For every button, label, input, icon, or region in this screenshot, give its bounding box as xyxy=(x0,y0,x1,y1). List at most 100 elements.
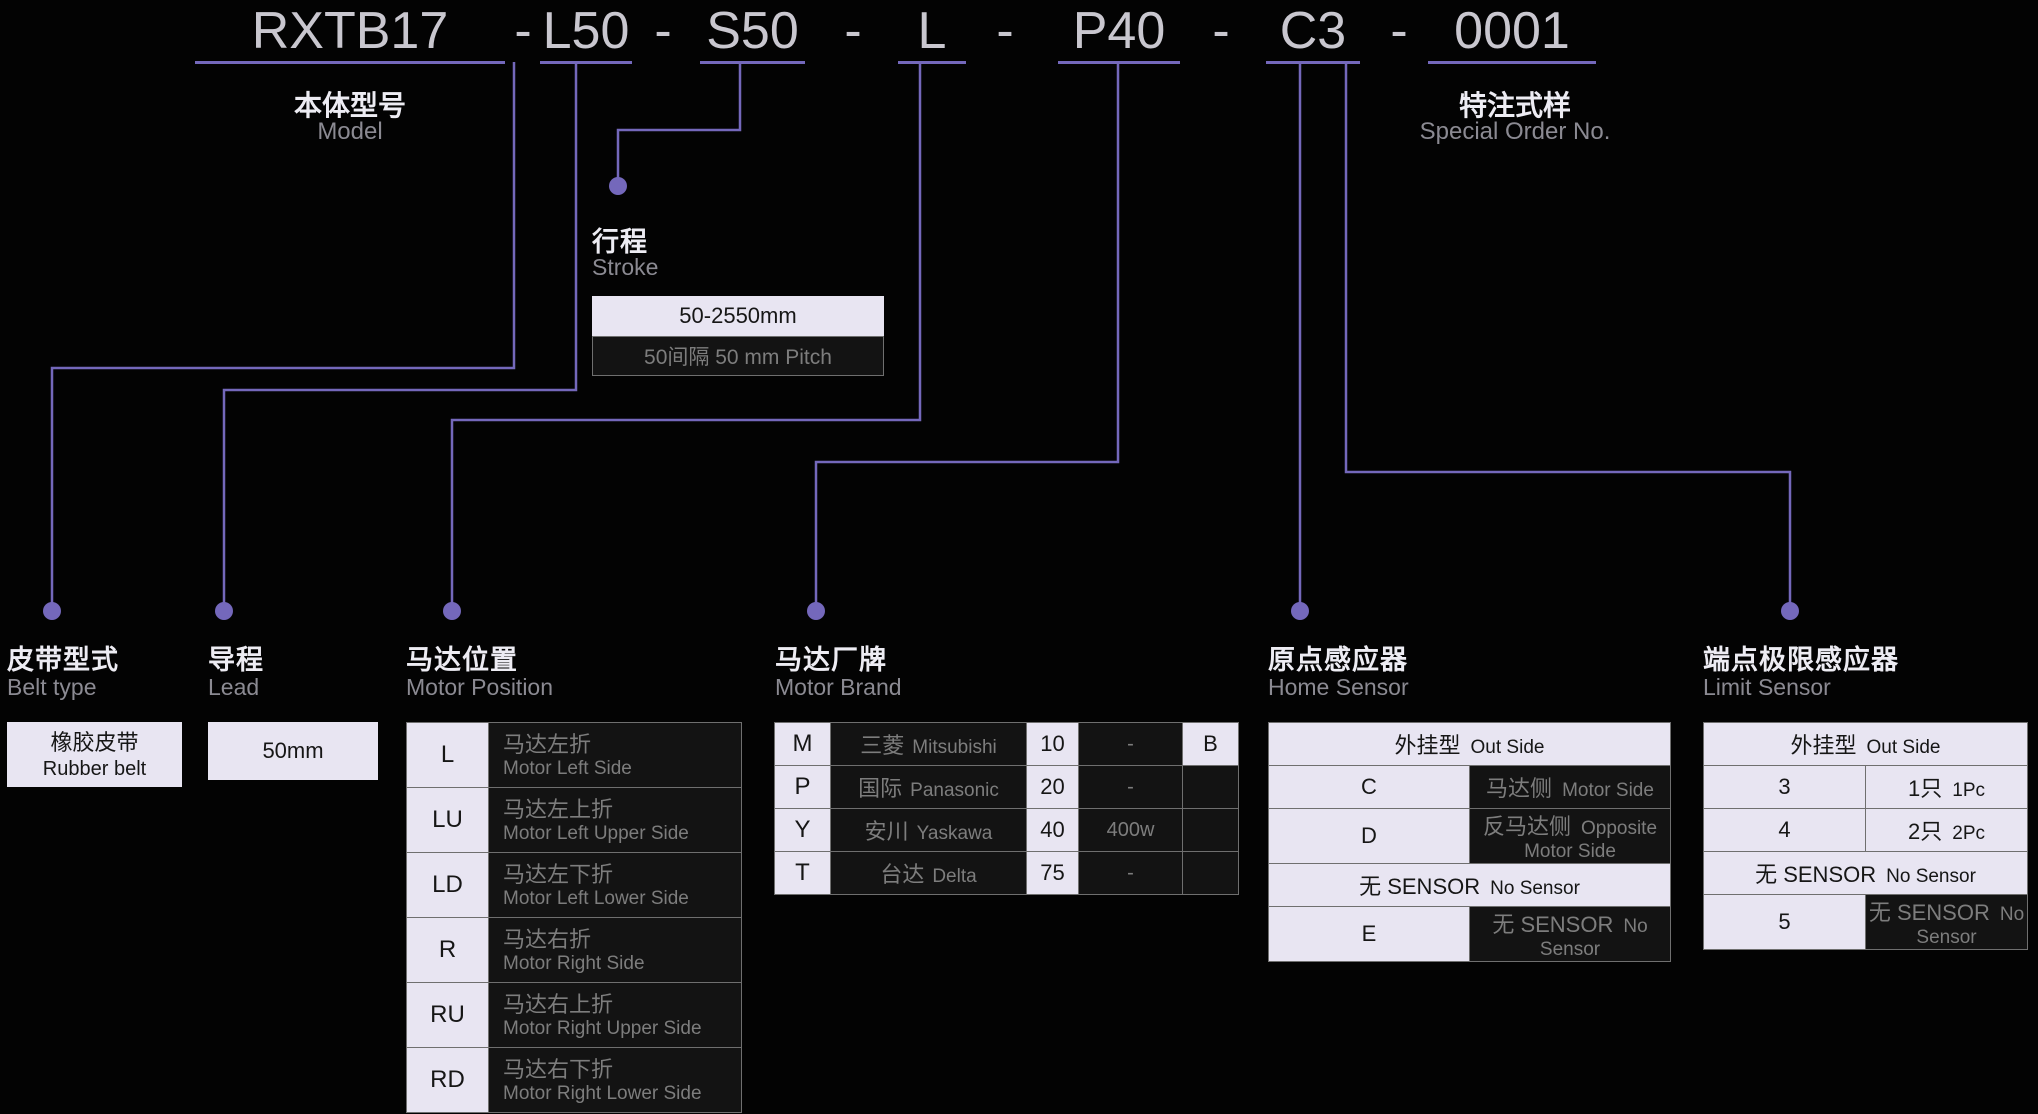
label-en: No Sensor xyxy=(1490,878,1580,899)
motor-power-code: 40 xyxy=(1026,808,1079,852)
code-separator: - xyxy=(654,2,672,60)
code-segment-motor-brand: P40 xyxy=(1058,4,1180,64)
brand-zh: 台达 xyxy=(880,862,925,887)
node-dot-lead xyxy=(215,602,233,620)
brand-zh: 三菱 xyxy=(860,733,905,758)
code-segment-model: RXTB17 xyxy=(195,4,505,64)
belt-type-heading-zh: 皮带型式 xyxy=(7,645,119,675)
desc-zh: 马达左上折 xyxy=(503,796,614,822)
table-row: R 马达右折 Motor Right Side xyxy=(406,917,742,983)
header-zh: 外挂型 xyxy=(1790,733,1857,758)
motor-power-value: 400w xyxy=(1078,808,1183,852)
table-row: LU 马达左上折 Motor Left Upper Side xyxy=(406,787,742,853)
motor-position-desc: 马达右下折 Motor Right Lower Side xyxy=(488,1047,742,1113)
motor-power-code: 20 xyxy=(1026,765,1079,809)
motor-brand-suffix: B xyxy=(1182,722,1239,766)
brand-en: Yaskawa xyxy=(916,823,993,844)
motor-position-desc: 马达右折 Motor Right Side xyxy=(488,917,742,983)
motor-position-code: LU xyxy=(406,787,489,853)
desc-zh: 马达左折 xyxy=(503,731,592,757)
desc-zh: 马达右下折 xyxy=(503,1056,614,1082)
label-zh: 无 SENSOR xyxy=(1868,900,1990,925)
label-zh: 无 SENSOR xyxy=(1492,912,1614,937)
limit-sensor-no-sensor-row: 无 SENSOR No Sensor xyxy=(1703,851,2028,895)
brand-en: Mitsubishi xyxy=(912,737,997,758)
code-segment-lead: L50 xyxy=(540,4,632,64)
desc-en: Motor Left Upper Side xyxy=(503,822,689,844)
connector-stroke xyxy=(616,62,742,186)
motor-position-code: RD xyxy=(406,1047,489,1113)
code-separator: - xyxy=(1212,2,1230,60)
table-row: L 马达左折 Motor Left Side xyxy=(406,722,742,788)
table-row: RU 马达右上折 Motor Right Upper Side xyxy=(406,982,742,1048)
motor-brand-code: P xyxy=(774,765,831,809)
limit-sensor-heading-zh: 端点极限感应器 xyxy=(1703,645,1899,675)
motor-position-desc: 马达左下折 Motor Left Lower Side xyxy=(488,852,742,918)
brand-zh: 国际 xyxy=(858,776,903,801)
label-en: No Sensor xyxy=(1886,866,1976,887)
label-zh: 1只 xyxy=(1908,776,1943,801)
desc-en: Motor Right Upper Side xyxy=(503,1017,702,1039)
desc-zh: 马达右上折 xyxy=(503,991,614,1017)
lead-box: 50mm xyxy=(208,722,378,780)
label-zh: 无 SENSOR xyxy=(1755,862,1877,887)
stroke-heading-en: Stroke xyxy=(592,254,659,280)
label-en: 2Pc xyxy=(1952,823,1985,844)
label-zh: 反马达侧 xyxy=(1482,814,1571,839)
limit-sensor-code: 5 xyxy=(1703,894,1866,950)
motor-brand-code: M xyxy=(774,722,831,766)
limit-sensor-code: 4 xyxy=(1703,808,1866,852)
label-zh: 2只 xyxy=(1908,819,1943,844)
belt-type-value-zh: 橡胶皮带 xyxy=(50,729,139,755)
header-zh: 外挂型 xyxy=(1394,733,1461,758)
stroke-pitch-value: 50间隔 50 mm Pitch xyxy=(644,346,832,369)
desc-en: Motor Right Side xyxy=(503,952,645,974)
header-en: Out Side xyxy=(1470,737,1545,758)
desc-zh: 马达左下折 xyxy=(503,861,614,887)
motor-power-value: - xyxy=(1078,722,1183,766)
stroke-pitch-box: 50间隔 50 mm Pitch xyxy=(592,336,884,376)
limit-sensor-heading-en: Limit Sensor xyxy=(1703,674,1831,700)
brand-zh: 安川 xyxy=(864,819,909,844)
motor-brand-name: 安川 Yaskawa xyxy=(830,808,1027,852)
table-row: 无 SENSOR No Sensor xyxy=(1703,851,2028,895)
motor-position-desc: 马达左折 Motor Left Side xyxy=(488,722,742,788)
motor-brand-suffix xyxy=(1182,765,1239,809)
desc-en: Motor Left Lower Side xyxy=(503,887,689,909)
motor-position-code: LD xyxy=(406,852,489,918)
lead-value: 50mm xyxy=(262,738,324,763)
home-sensor-heading-en: Home Sensor xyxy=(1268,674,1409,700)
brand-en: Panasonic xyxy=(910,780,999,801)
brand-en: Delta xyxy=(932,866,977,887)
motor-brand-code: Y xyxy=(774,808,831,852)
motor-brand-suffix xyxy=(1182,808,1239,852)
motor-brand-name: 三菱 Mitsubishi xyxy=(830,722,1027,766)
motor-position-heading-en: Motor Position xyxy=(406,674,554,700)
special-order-label-en: Special Order No. xyxy=(1419,118,1611,145)
label-en: 1Pc xyxy=(1952,780,1985,801)
home-sensor-code: D xyxy=(1268,808,1470,864)
model-label-en: Model xyxy=(317,118,383,145)
stroke-range-box: 50-2550mm xyxy=(592,296,884,336)
code-separator: - xyxy=(514,2,532,60)
limit-sensor-label: 1只 1Pc xyxy=(1865,765,2028,809)
code-segment-sensor: C3 xyxy=(1266,4,1360,64)
desc-en: Motor Right Lower Side xyxy=(503,1082,702,1104)
node-dot-motor-position xyxy=(443,602,461,620)
belt-type-value-en: Rubber belt xyxy=(42,757,147,780)
code-separator: - xyxy=(844,2,862,60)
